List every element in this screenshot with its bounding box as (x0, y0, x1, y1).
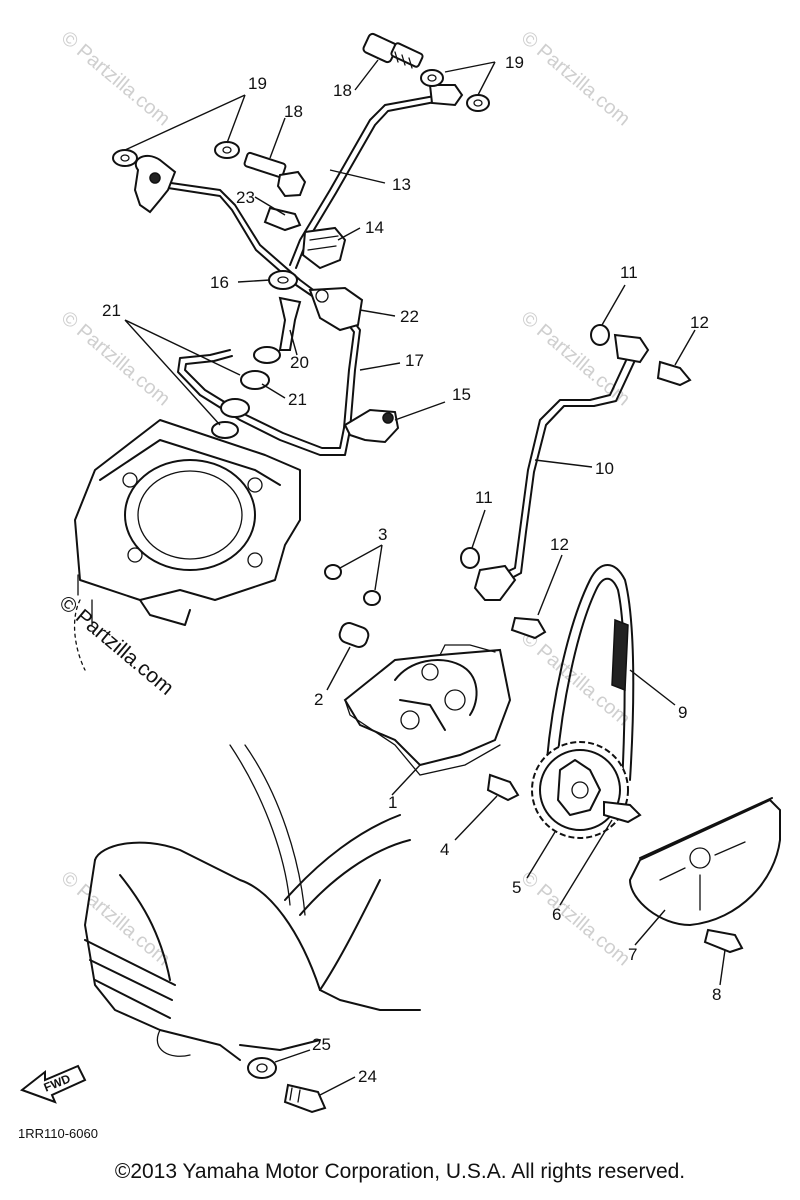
callout-1: 1 (388, 793, 397, 812)
pipe-hardware (211, 206, 364, 439)
sprocket-5 (531, 741, 629, 839)
callout-18: 18 (284, 102, 303, 121)
callout-11: 11 (475, 488, 493, 507)
callout-8: 8 (712, 985, 721, 1004)
callout-6: 6 (552, 905, 561, 924)
callout-16: 16 (210, 273, 229, 292)
callout-25: 25 (312, 1035, 331, 1054)
watermark: © Partzilla.com (517, 307, 634, 410)
callout-9: 9 (678, 703, 687, 722)
oil-pump-1 (343, 644, 512, 776)
callout-4: 4 (440, 840, 449, 859)
gasket-25 (247, 1057, 277, 1079)
watermark: © Partzilla.com (517, 27, 634, 130)
watermark: © Partzilla.com (57, 307, 174, 410)
union-bolt-18-top (362, 32, 424, 69)
callout-17: 17 (405, 351, 424, 370)
copyright-footer: ©2013 Yamaha Motor Corporation, U.S.A. A… (114, 1160, 686, 1183)
callout-10: 10 (595, 459, 614, 478)
oil-pipe-13 (133, 84, 464, 301)
callout-19: 19 (505, 53, 524, 72)
orings-bolts (324, 324, 692, 640)
crankcase (84, 744, 421, 1061)
union-bolt-18-mid (243, 151, 307, 198)
callout-3: 3 (378, 525, 387, 544)
callout-21: 21 (288, 390, 307, 409)
callout-20: 20 (290, 353, 309, 372)
callout-18: 18 (333, 81, 352, 100)
bolt-6 (603, 800, 642, 824)
callout-7: 7 (628, 945, 637, 964)
drain-bolt-24 (283, 1083, 327, 1114)
callout-13: 13 (392, 175, 411, 194)
dowel-pin-2 (338, 622, 370, 648)
drive-chain-9 (544, 564, 635, 791)
callouts: 1 2 3 4 5 6 7 8 9 10 11 11 12 12 13 14 1… (102, 53, 721, 1086)
callout-14: 14 (365, 218, 384, 237)
oil-pipe-17 (177, 309, 400, 456)
bolt-4 (486, 773, 520, 802)
callout-2: 2 (314, 690, 323, 709)
leader-lines (124, 59, 726, 1096)
cover-plate-7 (628, 797, 781, 927)
callout-5: 5 (512, 878, 521, 897)
cylinder-block (73, 419, 301, 671)
callout-15: 15 (452, 385, 471, 404)
callout-19: 19 (248, 74, 267, 93)
washers-19 (112, 69, 490, 167)
callout-21: 21 (102, 301, 121, 320)
forward-arrow-icon: FWD (19, 1064, 87, 1104)
callout-22: 22 (400, 307, 419, 326)
diagram-code: 1RR110-6060 (18, 1126, 98, 1141)
watermark: © Partzilla.com (57, 27, 174, 130)
oil-pipe-10 (473, 333, 650, 601)
watermark-prominent: © Partzilla.com (55, 591, 178, 700)
callout-12: 12 (550, 535, 569, 554)
callout-11: 11 (620, 263, 638, 282)
callout-23: 23 (236, 188, 255, 207)
callout-24: 24 (358, 1067, 377, 1086)
bolt-8 (703, 928, 744, 954)
callout-12: 12 (690, 313, 709, 332)
watermark: © Partzilla.com (517, 867, 634, 970)
